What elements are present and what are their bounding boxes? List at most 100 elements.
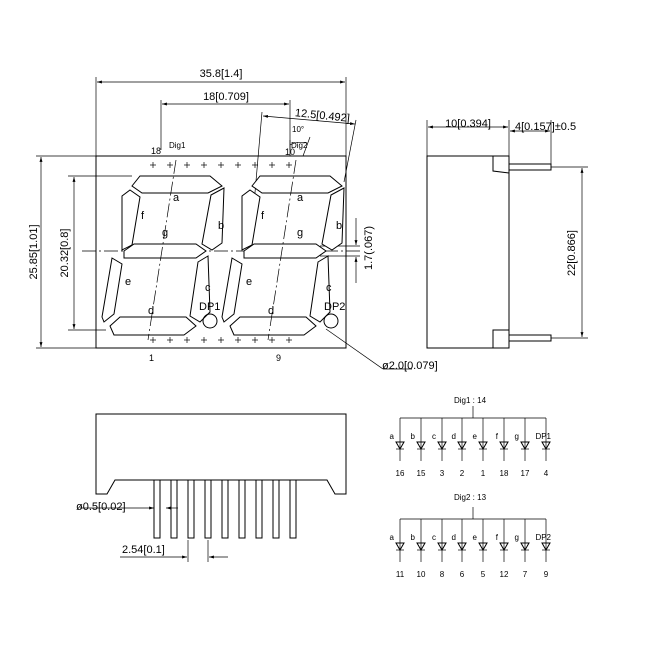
circuit-pin-number: 5 [481,570,486,579]
seg-label-d-2: d [268,305,274,317]
circuit-seg-label: c [432,533,436,542]
seg-label-a-1: a [173,192,180,204]
dim-pin-pitch: 2.54[0.1] [122,544,165,556]
dig2-label: Dig2 [291,141,308,150]
center-line-digit-1 [147,159,177,341]
circuit-pin-number: 16 [396,469,405,478]
seg-label-c-1: c [205,282,211,294]
segment-f-dig1 [121,189,141,251]
diode-symbol [499,441,509,451]
circuit-seg-label: a [390,432,395,441]
dim-digit-height: 20.32[0.8] [59,229,71,278]
circuit-seg-label: e [473,533,478,542]
diode-symbol [478,441,488,451]
dim-line-digit-width [262,114,356,126]
seg-label-a-2: a [297,192,304,204]
segment-b-dig2 [321,187,345,251]
seg-label-g-2: g [297,227,303,239]
circuit-pin-number: 11 [396,570,405,579]
dim-pin-dia: ø0.5[0.02] [76,501,126,513]
pin-marks-bottom [150,337,292,343]
seg-label-c-2: c [326,282,332,294]
circuit-seg-label: d [452,432,456,441]
circuit-pin-number: 6 [460,570,465,579]
side-body-outline [426,155,510,349]
dp1-label: DP1 [199,301,220,313]
circuit-pin-number: 9 [544,570,549,579]
circuit-seg-label: b [411,432,416,441]
bottom-pin [204,479,212,539]
dp1-circle [202,313,218,329]
segment-g-dig1 [123,243,207,259]
bottom-pins [153,479,297,539]
circuit-pin-number: 8 [440,570,445,579]
circuit-pin-number: 18 [500,469,509,478]
circuit-seg-label: d [452,533,456,542]
diode-symbol [541,441,551,451]
bottom-body-outline [95,413,347,495]
bottom-pin [272,479,280,539]
pin-label-9: 9 [276,353,281,363]
bottom-pin [221,479,229,539]
circuit-seg-label: DP1 [535,432,551,441]
digit-1 [101,175,225,336]
segment-c-dig2 [309,255,331,323]
circuit-pin-number: 12 [500,570,509,579]
seg-label-f-1: f [141,210,145,222]
pin-label-1: 1 [149,353,154,363]
dim-digit-width: 12.5[0.492] [294,107,350,125]
segment-d-dig2 [229,316,317,336]
bottom-pin [255,479,263,539]
seg-label-e-1: e [125,276,131,288]
bottom-pin [238,479,246,539]
circuit-pin-number: 15 [417,469,426,478]
circuit-dig2-title: Dig2 : 13 [454,493,487,502]
segment-f-dig2 [241,189,261,251]
dig1-label: Dig1 [169,141,186,150]
side-pin-bottom [508,334,552,342]
circuit-seg-label: g [515,533,519,542]
pin-marks-top [150,162,292,168]
dp2-label: DP2 [324,301,345,313]
diode-symbol [437,441,447,451]
circuit-pin-number: 17 [521,469,530,478]
bottom-pin [170,479,178,539]
circuit-pin-number: 2 [460,469,465,478]
center-line-digit-2 [267,159,297,341]
segment-c-dig1 [189,255,211,323]
circuit-seg-label: a [390,533,395,542]
side-pin-top [508,163,552,171]
segment-e-dig1 [101,257,123,323]
diode-symbol [457,542,467,552]
circuit-seg-label: f [496,432,499,441]
pin-label-18: 18 [151,146,161,156]
circuit-pin-number: 10 [417,570,426,579]
display-body-outline [95,155,347,349]
circuit-seg-label: f [496,533,499,542]
dim-slant: 10° [292,125,304,134]
bottom-pin [153,479,161,539]
circuit-seg-label: e [473,432,478,441]
side-view: 10[0.394] 4[0.157]±0.5 22[0.866] [426,118,588,349]
circuit-pin-number: 4 [544,469,549,478]
bottom-view: ø0.5[0.02] 2.54[0.1] [76,413,347,562]
dp2-circle [323,313,339,329]
circuit-pin-number: 3 [440,469,445,478]
seg-label-g-1: g [162,227,168,239]
dim-hole: ø2.0[0.079] [382,360,438,372]
circuit-seg-label: b [411,533,416,542]
dim-total-height: 25.85[1.01] [28,224,40,279]
bottom-pin [289,479,297,539]
diode-symbol [457,441,467,451]
seg-label-e-2: e [246,276,252,288]
seg-label-b-1: b [218,220,224,232]
dim-side-height: 22[0.866] [566,230,578,276]
diode-symbol [395,542,405,552]
diode-symbol [520,542,530,552]
diode-symbol [416,441,426,451]
seg-label-d-1: d [148,305,154,317]
segment-e-dig2 [221,257,243,323]
front-view: 35.8[1.4] 18[0.709] 12.5[0.492] 10° Dig2… [28,68,438,372]
